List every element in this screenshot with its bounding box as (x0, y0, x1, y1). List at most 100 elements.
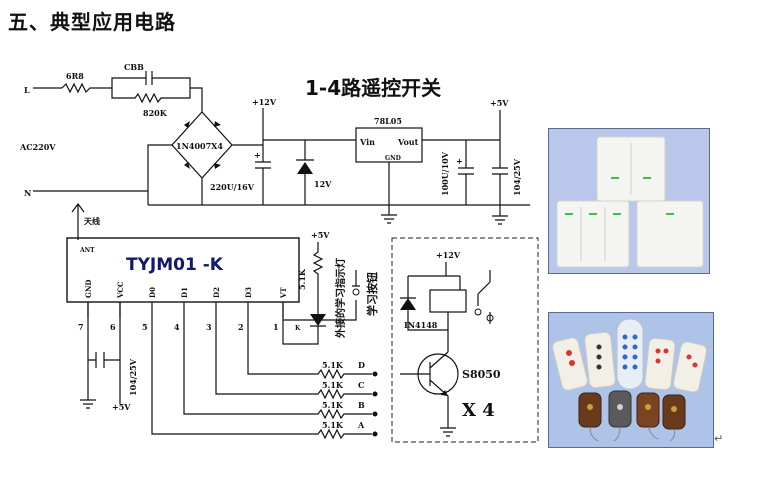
output-capacitor (458, 140, 474, 205)
cbb-capacitor (145, 71, 153, 85)
bleeder-resistor (111, 88, 191, 104)
bridge-left-wire (147, 144, 172, 205)
output-cap-plus: + (456, 156, 463, 166)
rail-5v-label: +5V (490, 98, 509, 108)
relay-contact-b (486, 314, 494, 322)
remote-controls-image (552, 318, 708, 442)
transistor-emitter-arrow (441, 390, 448, 396)
channel-b-wire (183, 318, 372, 420)
channel-a-terminal (372, 431, 378, 437)
relay-supply-wire (407, 262, 461, 298)
pin-vt-label: VT (279, 287, 288, 299)
bulk-cap-plus: + (254, 150, 261, 160)
led-resistor (312, 242, 324, 298)
photo-remote-controls (548, 312, 714, 448)
antenna-label: 天线 (84, 216, 100, 226)
vt-wire (282, 302, 319, 345)
learn-button-contact (352, 288, 360, 296)
bypass-cap-label: 104/25V (512, 158, 522, 196)
channel-d-terminal (372, 371, 378, 377)
fuse-resistor (61, 82, 112, 94)
channel-b-terminal (372, 411, 378, 417)
module-supply-label: +5V (112, 402, 131, 412)
wall-switches-image (556, 136, 704, 268)
cbb-label: CBB (124, 62, 144, 72)
bulk-capacitor (255, 161, 271, 169)
relay-contact-a (474, 308, 482, 316)
channel-a-wire (151, 318, 372, 440)
flyback-diode (400, 298, 416, 310)
output-stage-box (391, 237, 539, 443)
module-label: TYJM01 -K (126, 255, 224, 275)
bulk-cap-label: 220U/16V (210, 182, 255, 192)
zener-bar (296, 159, 314, 205)
pin-d3-label: D3 (244, 287, 253, 298)
terminal-neutral-label: N (24, 188, 31, 198)
channel-d-resistor-label: 5.1K (322, 360, 344, 370)
pin-d2-label: D2 (212, 287, 221, 298)
relay-rail-label: +12V (436, 250, 461, 260)
pin-number-5: 5 (142, 322, 148, 332)
regulator-ground-icon (381, 214, 397, 224)
led-mark: K (295, 325, 301, 332)
channel-b-resistor-label: 5.1K (322, 400, 344, 410)
module-ground-icon (80, 399, 96, 409)
channel-a-label: A (357, 420, 365, 430)
pin-d1-label: D1 (180, 287, 189, 298)
regulator-label: 78L05 (374, 116, 402, 126)
transistor-label: S8050 (462, 368, 501, 381)
channel-c-terminal (372, 391, 378, 397)
pin-vcc-label: VCC (116, 281, 125, 299)
bridge-feed (190, 87, 203, 112)
transistor-leads (400, 351, 449, 428)
paragraph-mark: ↵ (714, 432, 724, 445)
schematic-title: 1-4路遥控开关 (305, 76, 441, 100)
multiplier-label: X 4 (462, 400, 495, 421)
pin-d0-label: D0 (148, 287, 157, 298)
pin-number-4: 4 (174, 322, 180, 332)
pin-number-2: 2 (238, 322, 244, 332)
pin-number-3: 3 (206, 322, 212, 332)
relay-contacts (477, 270, 491, 324)
flyback-wire (400, 297, 449, 352)
channel-c-label: C (358, 380, 364, 390)
learn-button (283, 270, 360, 321)
mains-label: AC220V (19, 142, 56, 152)
pin-gnd-label: GND (84, 280, 93, 298)
section-heading: 五、典型应用电路 (8, 10, 176, 34)
flyback-diode-label: IN4148 (404, 320, 438, 330)
pin-number-1: 1 (273, 322, 279, 332)
bridge-label: 1N4007X4 (176, 141, 223, 151)
zener-diode (297, 162, 313, 174)
channel-c-wire (215, 318, 372, 400)
channel-b-label: B (358, 400, 365, 410)
antenna-icon (71, 203, 85, 240)
led-rail-label: +5V (311, 230, 330, 240)
bypass-capacitor (492, 110, 508, 205)
pin-number-6: 6 (110, 322, 116, 332)
photo-wall-switches (548, 128, 710, 274)
cbb-branch (111, 77, 191, 88)
module-decoupling-cap (87, 302, 121, 400)
relay-coil (429, 289, 467, 313)
receiver-module (66, 237, 300, 303)
output-cap-label: 100U/10V (440, 151, 450, 196)
zener-label: 12V (314, 179, 332, 189)
regulator-gnd-label: GND (385, 155, 401, 162)
terminal-live-label: L (24, 85, 30, 95)
led-label: 外接的学习指示灯 (334, 258, 347, 339)
learn-button-label: 学习按钮 (365, 272, 379, 316)
zener-feed (263, 139, 306, 160)
led-resistor-label: 5.1K (297, 268, 307, 290)
module-cap-label: 104/25V (128, 358, 138, 396)
regulator-vout-label: Vout (397, 137, 419, 147)
fuse-resistor-label: 6R8 (66, 71, 84, 81)
channel-d-wire (247, 318, 372, 380)
channel-d-label: D (358, 360, 365, 370)
bleeder-resistor-label: 820K (143, 108, 168, 118)
transistor-ground-icon (440, 427, 456, 437)
